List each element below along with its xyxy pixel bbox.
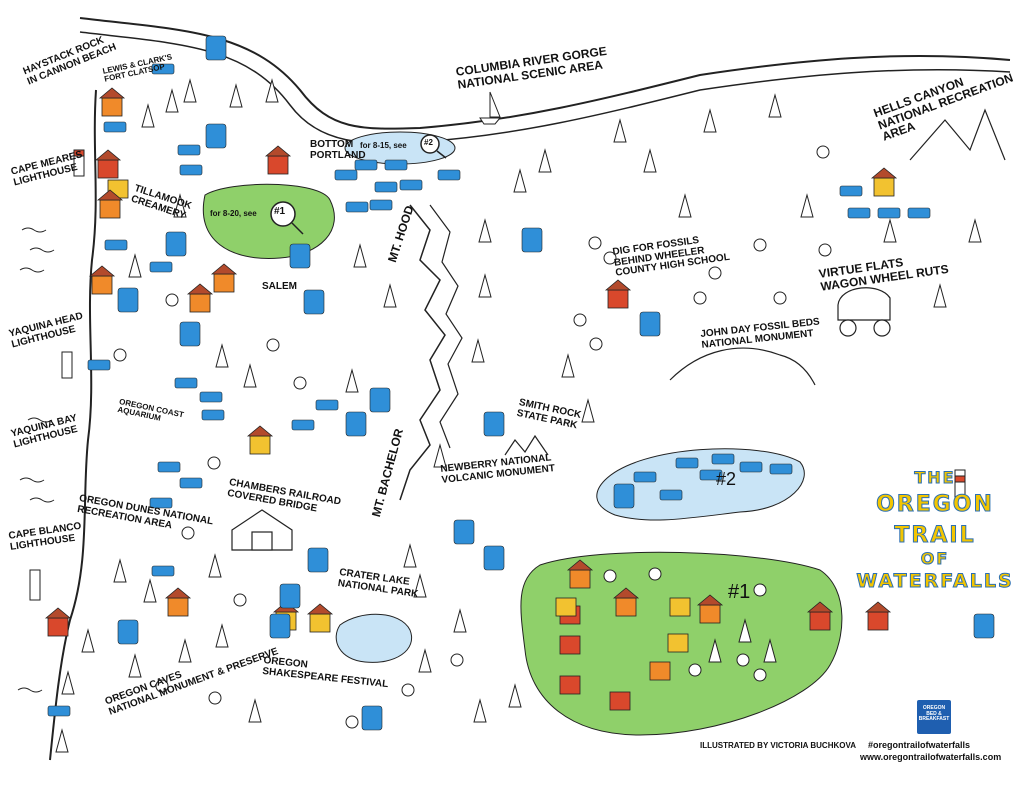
title-trail: TRAIL <box>894 522 976 548</box>
illustrator-credit: ILLUSTRATED BY VICTORIA BUCHKOVA <box>700 741 857 750</box>
region-1-label: #1 <box>728 581 751 603</box>
title-block: THE OREGON TRAIL OF WATERFALLS <box>855 468 1015 592</box>
salem-region <box>202 183 335 259</box>
see-8-20-label: for 8-20, see <box>210 209 257 218</box>
round-trees <box>113 145 832 729</box>
title-oregon: OREGON <box>876 491 994 517</box>
magnifier-1 <box>270 201 304 235</box>
covered-bridge <box>231 509 293 551</box>
john-day-hills <box>669 347 816 386</box>
title-waterfalls: WATERFALLS <box>856 569 1014 592</box>
wagon <box>837 287 891 337</box>
magnifier-2 <box>420 134 447 159</box>
crater-lake <box>335 613 413 663</box>
salem-label: SALEM <box>262 281 297 292</box>
waterfall-markers <box>47 35 995 731</box>
oregon-bnb-logo: OREGON BED & BREAKFAST <box>917 700 951 734</box>
coastline <box>49 89 97 761</box>
lighthouses <box>29 149 966 601</box>
sailboat <box>479 91 502 125</box>
hashtag-text: #oregontrailofwaterfalls <box>868 740 971 750</box>
columbia-river <box>79 17 1011 130</box>
bottom-portland-label: BOTTOM PORTLAND <box>310 139 366 161</box>
houses <box>44 87 898 711</box>
see-8-15-label: for 8-15, see <box>360 141 407 150</box>
trees <box>55 78 982 753</box>
cascade-ridge-2 <box>429 204 463 449</box>
smith-rock <box>504 434 549 456</box>
inset-1-label: #1 <box>274 206 286 217</box>
website-text: www.oregontrailofwaterfalls.com <box>860 752 1002 762</box>
hells-canyon-mountains <box>909 108 1006 161</box>
title-of: OF <box>920 548 950 568</box>
title-the: THE <box>914 468 956 487</box>
ocean-waves <box>17 227 55 693</box>
inset-2-label: #2 <box>424 138 433 147</box>
columbia-river-bank <box>79 31 1011 144</box>
region-2-label: #2 <box>716 469 737 489</box>
cascade-ridge <box>399 204 446 501</box>
